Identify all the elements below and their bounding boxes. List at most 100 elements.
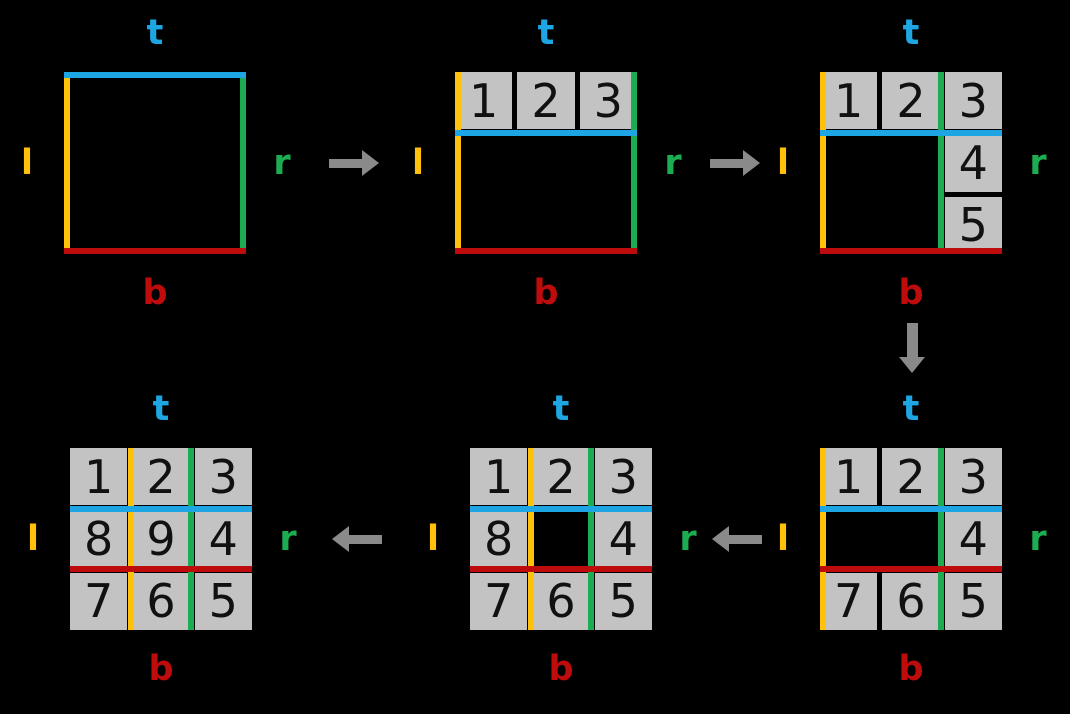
matrix-cell: 6 (532, 572, 590, 630)
bottom-pointer-line (70, 566, 252, 573)
matrix-cell: 9 (132, 510, 190, 568)
matrix-cell: 1 (820, 72, 878, 130)
bottom-label: b (548, 648, 574, 689)
right-label: r (1029, 518, 1047, 559)
top-label: t (152, 388, 170, 429)
left-label: l (412, 142, 424, 183)
matrix-cell: 3 (944, 448, 1002, 506)
right-arrow-icon (710, 150, 760, 176)
top-label: t (146, 12, 164, 53)
right-pointer-line (938, 448, 945, 630)
top-pointer-line (70, 505, 252, 512)
arrow-shaft (727, 534, 762, 544)
top-pointer-line (455, 129, 637, 136)
down-arrow-icon (899, 323, 925, 373)
top-pointer-line (470, 505, 652, 512)
bottom-label: b (148, 648, 174, 689)
right-pointer-line (188, 448, 195, 630)
left-label: l (777, 142, 789, 183)
arrow-shaft (906, 323, 918, 359)
left-pointer-line (820, 448, 826, 630)
matrix-cell: 7 (70, 572, 128, 630)
right-label: r (664, 142, 682, 183)
right-label: r (679, 518, 697, 559)
left-arrow-icon (332, 526, 382, 552)
top-label: t (902, 388, 920, 429)
arrow-shaft (329, 158, 364, 168)
left-pointer-line (455, 72, 461, 254)
arrow-head (332, 526, 349, 552)
matrix-cell: 2 (132, 448, 190, 506)
matrix-cell: 3 (194, 448, 252, 506)
matrix-cell: 3 (594, 448, 652, 506)
bottom-label: b (142, 272, 168, 313)
top-label: t (552, 388, 570, 429)
top-label: t (902, 12, 920, 53)
left-label: l (777, 518, 789, 559)
right-label: r (1029, 142, 1047, 183)
matrix-cell: 8 (470, 510, 528, 568)
right-label: r (273, 142, 291, 183)
arrow-head (712, 526, 729, 552)
top-pointer-line (820, 505, 1002, 512)
matrix-cell: 1 (70, 448, 128, 506)
matrix-cell: 2 (517, 72, 575, 130)
matrix-cell: 1 (820, 448, 878, 506)
left-pointer-line (820, 72, 826, 254)
matrix-cell: 2 (882, 448, 940, 506)
top-pointer-line (820, 129, 1002, 136)
top-label: t (537, 12, 555, 53)
arrow-shaft (710, 158, 745, 168)
bottom-pointer-line (470, 566, 652, 573)
matrix-cell: 6 (882, 572, 940, 630)
left-label: l (27, 518, 39, 559)
right-label: r (279, 518, 297, 559)
matrix-cell: 5 (944, 572, 1002, 630)
left-arrow-icon (712, 526, 762, 552)
matrix-cell: 3 (944, 72, 1002, 130)
right-pointer-line (938, 72, 945, 254)
matrix-cell: 5 (944, 196, 1002, 254)
left-pointer-line (527, 448, 534, 630)
matrix-cell: 2 (882, 72, 940, 130)
right-pointer-line (240, 72, 246, 254)
matrix-cell: 4 (944, 510, 1002, 568)
right-pointer-line (631, 72, 637, 254)
bottom-label: b (533, 272, 559, 313)
arrow-head (362, 150, 379, 176)
matrix-cell: 8 (70, 510, 128, 568)
panel-step-1: t b l r (21, 15, 291, 310)
arrow-head (899, 357, 925, 373)
matrix-cell: 2 (532, 448, 590, 506)
matrix-cell: 1 (470, 448, 528, 506)
matrix-cell: 6 (132, 572, 190, 630)
right-arrow-icon (329, 150, 379, 176)
bottom-pointer-line (64, 248, 246, 254)
matrix-cell: 7 (820, 572, 878, 630)
matrix-cell: 4 (594, 510, 652, 568)
bottom-label: b (898, 272, 924, 313)
left-pointer-line (127, 448, 134, 630)
matrix-cell: 3 (579, 72, 637, 130)
left-label: l (427, 518, 439, 559)
matrix-cell: 5 (594, 572, 652, 630)
bottom-label: b (898, 648, 924, 689)
bottom-pointer-line (455, 248, 637, 254)
bottom-pointer-line (820, 566, 1002, 573)
left-label: l (21, 142, 33, 183)
top-pointer-line (64, 72, 246, 78)
arrow-shaft (347, 534, 382, 544)
matrix-cell: 1 (455, 72, 513, 130)
matrix-cell: 5 (194, 572, 252, 630)
matrix-cell: 4 (194, 510, 252, 568)
matrix-cell: 7 (470, 572, 528, 630)
matrix-cell: 4 (944, 134, 1002, 192)
arrow-head (743, 150, 760, 176)
right-pointer-line (588, 448, 595, 630)
